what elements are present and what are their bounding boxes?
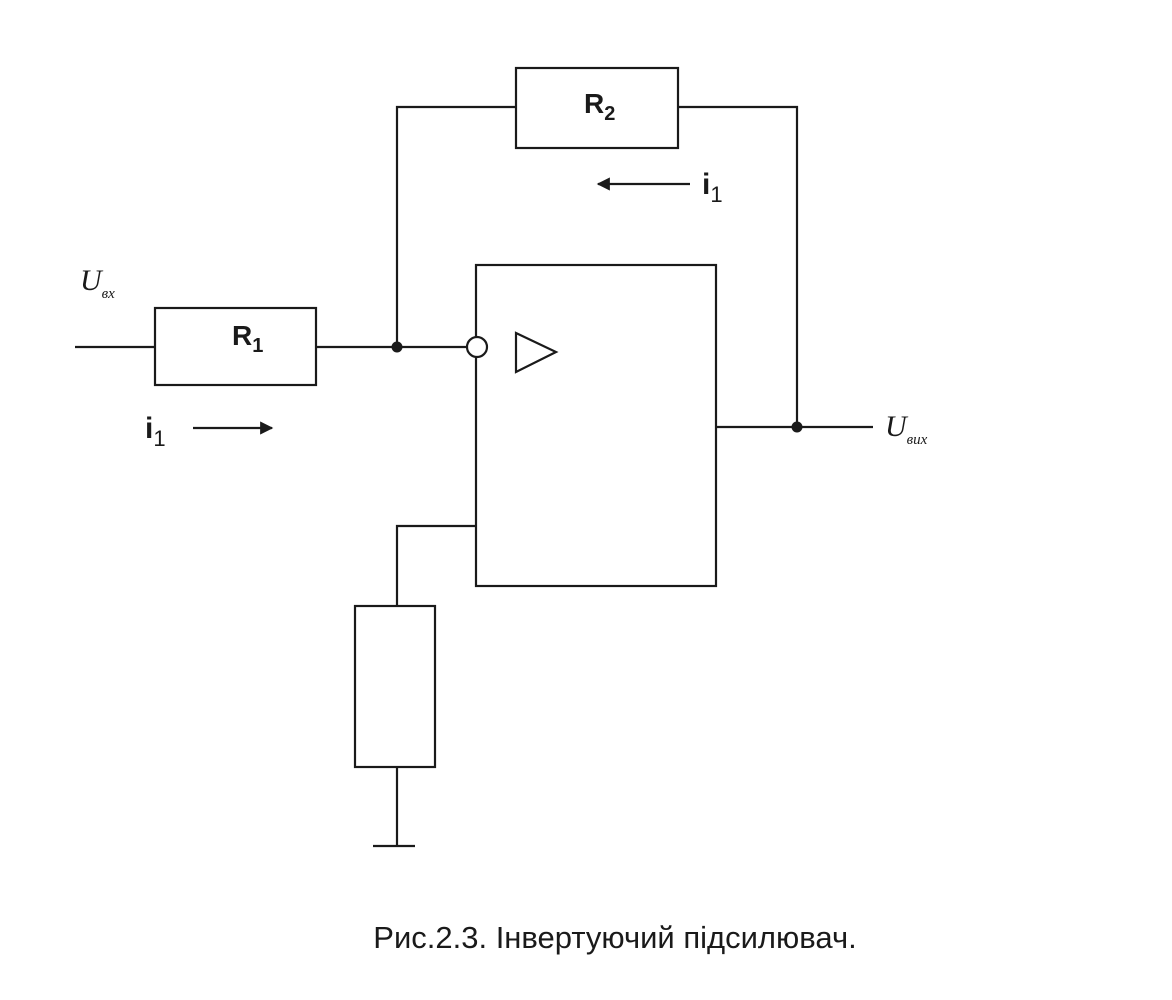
non-inverting-input-wire <box>395 524 476 606</box>
output-voltage-label: Uвих <box>885 410 928 448</box>
feedback-left-wire <box>395 105 516 347</box>
resistor-r2 <box>514 66 680 150</box>
inverting-input-circle <box>465 335 489 359</box>
feedback-current-label: i1 <box>702 168 723 207</box>
input-voltage-label: Uвх <box>80 264 115 302</box>
input-current-label: i1 <box>145 412 166 451</box>
opamp-body <box>474 263 718 588</box>
ground-resistor <box>353 604 437 769</box>
figure-caption: Рис.2.3. Інвертуючий підсилювач. <box>373 920 856 955</box>
amplifier-triangle-symbol <box>514 331 559 374</box>
output-junction-dot <box>791 421 803 433</box>
feedback-right-wire <box>678 105 799 427</box>
resistor-r1-label: R1 <box>232 320 263 357</box>
resistor-r2-label: R2 <box>584 88 615 125</box>
